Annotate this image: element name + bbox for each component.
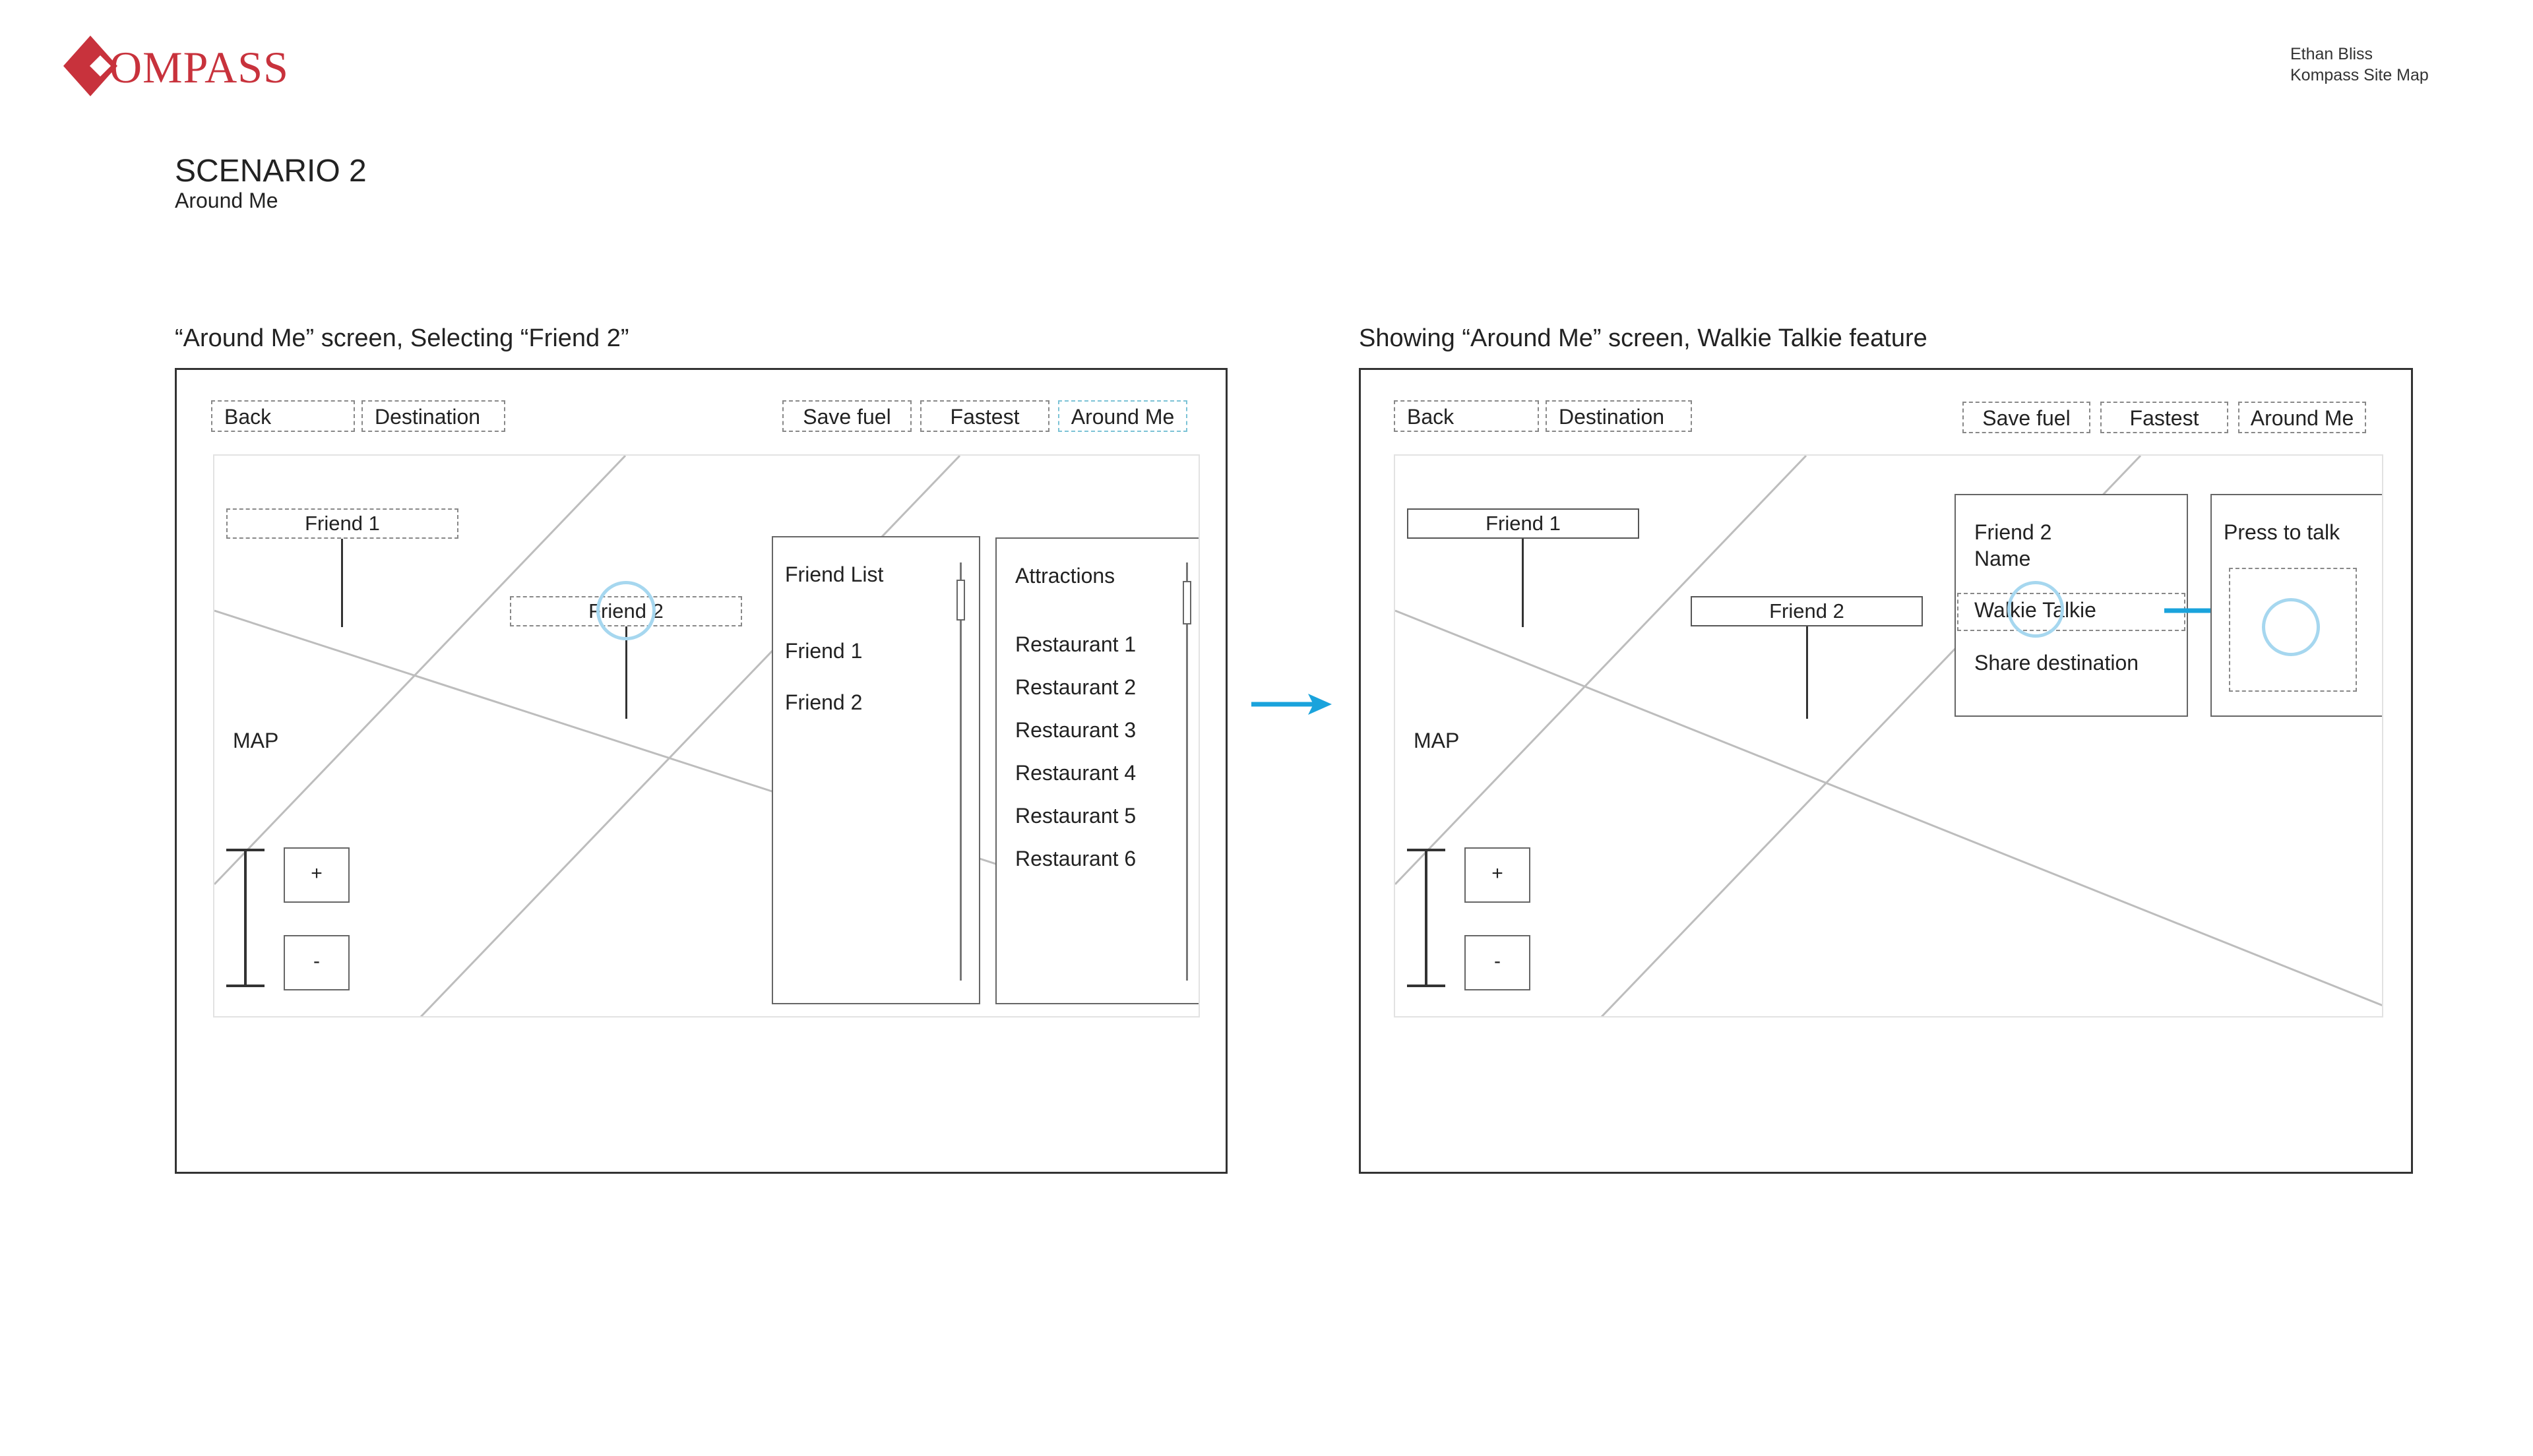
document-name: Kompass Site Map (2290, 66, 2429, 84)
back-button[interactable]: Back (211, 400, 355, 432)
fastest-tab[interactable]: Fastest (2100, 402, 2228, 433)
around-me-tab[interactable]: Around Me (1058, 400, 1187, 432)
friend-list-scrollbar[interactable] (960, 562, 962, 981)
friend-menu-panel: Friend 2 Name Walkie Talkie Share destin… (1954, 494, 2188, 717)
attractions-scroll-thumb[interactable] (1183, 581, 1191, 624)
destination-button[interactable]: Destination (361, 400, 505, 432)
friend-menu-name-sub: Name (1974, 547, 2031, 570)
attraction-item[interactable]: Restaurant 2 (1015, 675, 1137, 699)
scenario-title: SCENARIO 2 (175, 154, 367, 189)
attractions-title: Attractions (1015, 564, 1115, 588)
save-fuel-tab[interactable]: Save fuel (782, 400, 912, 432)
friend-1-marker[interactable]: Friend 1 (1407, 508, 1639, 539)
map-label: MAP (1414, 729, 1460, 752)
friend-list-title: Friend List (785, 562, 884, 586)
map-label: MAP (233, 729, 279, 752)
fastest-tab[interactable]: Fastest (920, 400, 1049, 432)
screen1-frame: Back Destination Save fuel Fastest Aroun… (175, 368, 1228, 1174)
back-button[interactable]: Back (1394, 400, 1539, 432)
kompass-logo: OMPASS (59, 33, 288, 99)
attractions-scrollbar[interactable] (1186, 562, 1188, 981)
friend-2-marker[interactable]: Friend 2 (1691, 596, 1923, 626)
author-block: Ethan Bliss Kompass Site Map (2290, 44, 2515, 86)
press-to-talk-button[interactable] (2229, 568, 2357, 692)
tap-indicator-icon (596, 581, 656, 640)
attraction-item[interactable]: Restaurant 1 (1015, 632, 1137, 656)
kompass-diamond-icon (63, 36, 117, 96)
attractions-panel: Attractions Restaurant 1 Restaurant 2 Re… (995, 537, 1199, 1004)
zoom-in-button[interactable]: + (1464, 847, 1530, 903)
screen1-caption: “Around Me” screen, Selecting “Friend 2” (175, 324, 629, 352)
attraction-item[interactable]: Restaurant 5 (1015, 804, 1137, 828)
walkie-talkie-option[interactable]: Walkie Talkie (1957, 593, 2185, 631)
screen2-caption: Showing “Around Me” screen, Walkie Talki… (1359, 324, 1927, 352)
author-name: Ethan Bliss (2290, 45, 2373, 63)
friend-list-scroll-thumb[interactable] (956, 580, 965, 621)
attraction-item[interactable]: Restaurant 6 (1015, 847, 1137, 870)
friend-2-pin (1806, 626, 1808, 719)
press-to-talk-label: Press to talk (2224, 520, 2340, 544)
zoom-slider[interactable] (1403, 847, 1449, 992)
zoom-in-button[interactable]: + (284, 847, 350, 903)
attraction-item[interactable]: Restaurant 4 (1015, 761, 1137, 785)
friend-1-pin (1522, 539, 1524, 627)
friend-1-marker[interactable]: Friend 1 (226, 508, 458, 539)
transition-arrow-icon (1251, 694, 1332, 715)
zoom-out-button[interactable]: - (1464, 935, 1530, 990)
share-destination-option[interactable]: Share destination (1974, 651, 2139, 675)
friend-list-item[interactable]: Friend 1 (785, 639, 863, 663)
friend-list-panel: Friend List Friend 1 Friend 2 (772, 536, 980, 1004)
press-to-talk-panel: Press to talk (2210, 494, 2382, 717)
screen2-frame: Back Destination Save fuel Fastest Aroun… (1359, 368, 2413, 1174)
map-area[interactable]: Friend 1 Friend 2 MAP + - Friend List Fr… (213, 454, 1200, 1017)
friend-list-item[interactable]: Friend 2 (785, 690, 863, 714)
logo-text: OMPASS (109, 42, 289, 92)
zoom-out-button[interactable]: - (284, 935, 350, 990)
around-me-tab[interactable]: Around Me (2238, 402, 2366, 433)
destination-button[interactable]: Destination (1546, 400, 1692, 432)
save-fuel-tab[interactable]: Save fuel (1962, 402, 2090, 433)
friend-1-pin (341, 539, 343, 627)
friend-menu-name: Friend 2 (1974, 520, 2052, 544)
friend-2-pin (625, 626, 627, 719)
zoom-slider[interactable] (222, 847, 268, 992)
scenario-subtitle: Around Me (175, 189, 278, 212)
tap-indicator-icon (2007, 581, 2064, 638)
map-area[interactable]: Friend 1 Friend 2 MAP + - Friend 2 Name … (1394, 454, 2383, 1017)
talk-button-icon (2262, 598, 2320, 656)
attraction-item[interactable]: Restaurant 3 (1015, 718, 1137, 742)
